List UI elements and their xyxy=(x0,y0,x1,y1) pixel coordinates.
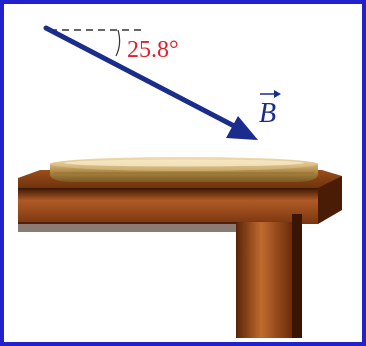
magnetic-field-label: B xyxy=(259,98,277,129)
vector-overarrow-head xyxy=(274,90,281,98)
table-apron xyxy=(18,188,318,224)
angle-arc xyxy=(115,29,121,57)
table-leg-shadow xyxy=(292,214,302,338)
table-under-shadow xyxy=(18,222,236,232)
diagram-canvas xyxy=(18,25,342,338)
angle-label: 25.8° xyxy=(127,37,179,63)
field-arrow-shaft xyxy=(43,25,239,130)
ring-top-highlight xyxy=(64,159,304,167)
table-apron-side xyxy=(318,176,342,224)
field-arrow-head xyxy=(226,116,258,140)
table-leg xyxy=(236,222,292,338)
